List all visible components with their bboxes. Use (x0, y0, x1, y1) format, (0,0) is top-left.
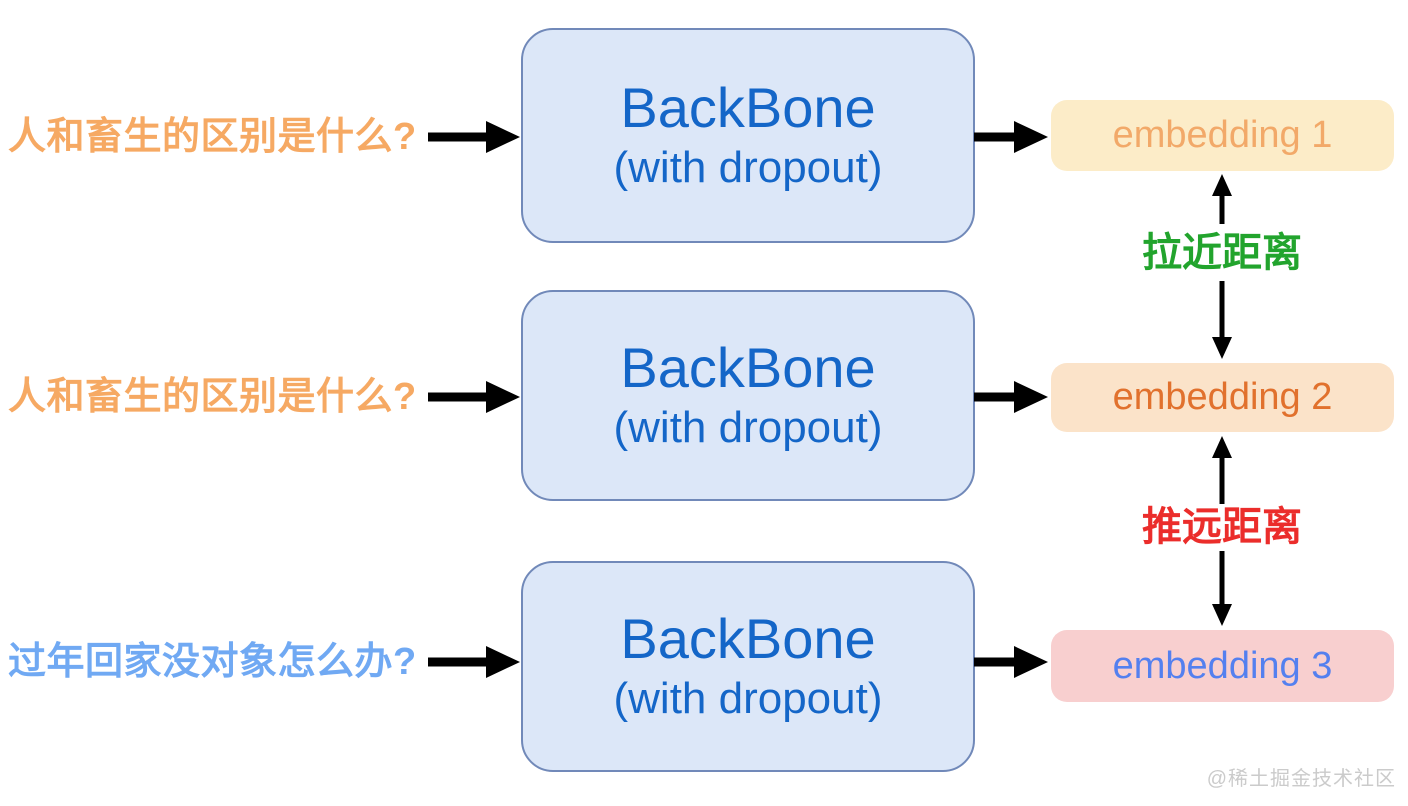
watermark: @稀土掘金技术社区 (1206, 768, 1396, 790)
arrow-right-icon (428, 121, 520, 153)
arrow-down-icon (1212, 551, 1232, 626)
embedding-label-2: embedding 2 (1112, 376, 1333, 418)
embedding-box-2: embedding 2 (1051, 363, 1394, 432)
arrow-right-icon (974, 121, 1048, 153)
embedding-label-3: embedding 3 (1112, 644, 1333, 687)
input-text-3: 过年回家没对象怎么办? (8, 641, 417, 683)
backbone-title: BackBone (620, 335, 876, 399)
backbone-subtitle: (with dropout) (613, 142, 883, 192)
arrow-up-icon (1212, 174, 1232, 224)
arrow-right-icon (428, 646, 520, 678)
backbone-subtitle: (with dropout) (613, 673, 883, 723)
embedding-box-3: embedding 3 (1051, 630, 1394, 702)
arrow-up-icon (1212, 436, 1232, 504)
relation-label-push-away: 推远距离 (1142, 505, 1302, 549)
input-text-2: 人和畜生的区别是什么? (8, 376, 417, 418)
arrow-right-icon (974, 381, 1048, 413)
backbone-box-2: BackBone (with dropout) (521, 290, 975, 501)
backbone-title: BackBone (620, 75, 876, 139)
backbone-box-1: BackBone (with dropout) (521, 28, 975, 243)
relation-label-pull-closer: 拉近距离 (1142, 231, 1302, 275)
embedding-box-1: embedding 1 (1051, 100, 1394, 171)
arrow-right-icon (428, 381, 520, 413)
backbone-title: BackBone (620, 606, 876, 670)
arrow-down-icon (1212, 281, 1232, 359)
arrow-right-icon (974, 646, 1048, 678)
backbone-subtitle: (with dropout) (613, 402, 883, 452)
backbone-box-3: BackBone (with dropout) (521, 561, 975, 772)
embedding-label-1: embedding 1 (1112, 114, 1333, 156)
input-text-1: 人和畜生的区别是什么? (8, 116, 417, 158)
